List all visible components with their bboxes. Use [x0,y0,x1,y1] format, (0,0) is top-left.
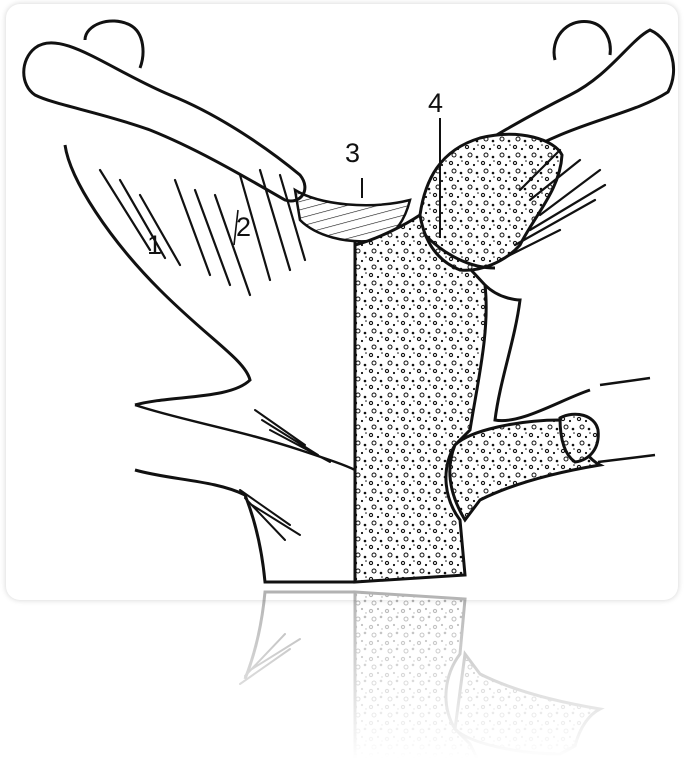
label-2: 2 [236,214,251,241]
mirror-reflection [6,588,678,760]
first-rib-line [135,405,355,470]
label-1: 1 [147,232,162,259]
right-clavicle-end [554,22,610,60]
label-4: 4 [428,90,443,117]
label-3: 3 [345,140,360,167]
rib-lower-outline [598,455,655,462]
anatomical-illustration [0,0,684,600]
rib-upper-outline [600,378,650,385]
reflection-drawing [6,588,678,760]
